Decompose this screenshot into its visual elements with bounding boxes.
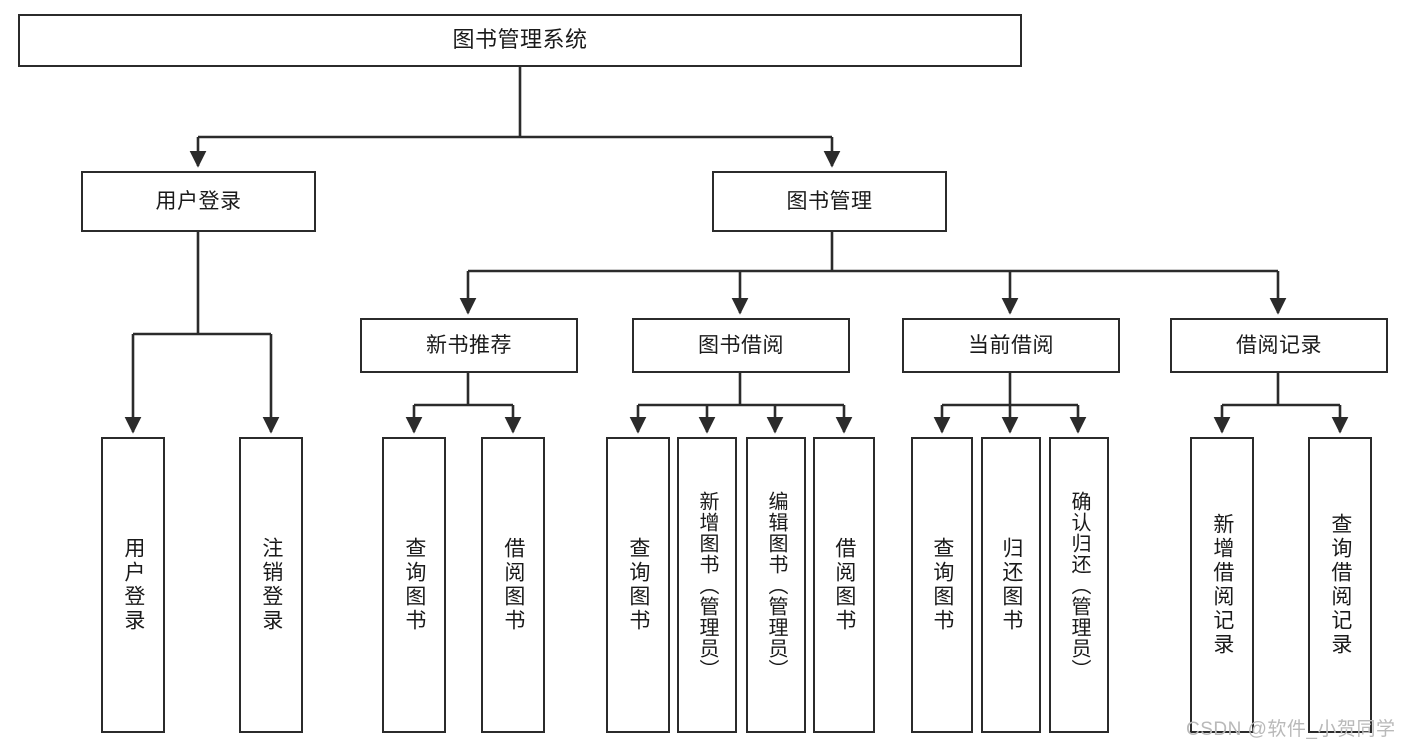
node-label: 新增借阅记录	[1210, 513, 1234, 657]
leaf-add-book-admin[interactable]: 新增图书（管理员）	[677, 437, 737, 733]
node-label: 归还图书	[999, 537, 1023, 633]
node-book-management[interactable]: 图书管理	[712, 171, 947, 232]
leaf-query-book-current[interactable]: 查询图书	[911, 437, 973, 733]
leaf-query-book-borrow[interactable]: 查询图书	[606, 437, 670, 733]
leaf-query-borrow-record[interactable]: 查询借阅记录	[1308, 437, 1372, 733]
node-book-borrow[interactable]: 图书借阅	[632, 318, 850, 373]
node-label: 查询借阅记录	[1328, 513, 1352, 657]
node-label: 借阅记录	[1236, 333, 1322, 357]
node-label: 图书管理	[786, 189, 873, 213]
node-label: 借阅图书	[832, 537, 856, 633]
node-root-system[interactable]: 图书管理系统	[18, 14, 1022, 67]
leaf-borrow-book-recommend[interactable]: 借阅图书	[481, 437, 545, 733]
node-label: 当前借阅	[968, 333, 1054, 357]
watermark-text: CSDN @软件_小贺同学	[1186, 719, 1396, 740]
leaf-return-book[interactable]: 归还图书	[981, 437, 1041, 733]
leaf-add-borrow-record[interactable]: 新增借阅记录	[1190, 437, 1254, 733]
node-user-login[interactable]: 用户登录	[81, 171, 316, 232]
node-label: 图书管理系统	[452, 27, 588, 53]
leaf-borrow-book[interactable]: 借阅图书	[813, 437, 875, 733]
leaf-confirm-return-admin[interactable]: 确认归还（管理员）	[1049, 437, 1109, 733]
node-label: 用户登录	[155, 189, 242, 213]
node-label: 新增图书（管理员）	[696, 490, 718, 680]
node-label: 确认归还（管理员）	[1068, 490, 1090, 680]
node-label: 用户登录	[121, 537, 145, 633]
node-label: 注销登录	[259, 537, 283, 633]
node-label: 查询图书	[930, 537, 954, 633]
leaf-user-logout[interactable]: 注销登录	[239, 437, 303, 733]
node-new-book-recommend[interactable]: 新书推荐	[360, 318, 578, 373]
node-label: 查询图书	[626, 537, 650, 633]
node-label: 查询图书	[402, 537, 426, 633]
node-label: 图书借阅	[698, 333, 784, 357]
leaf-query-book-recommend[interactable]: 查询图书	[382, 437, 446, 733]
node-label: 新书推荐	[426, 333, 512, 357]
leaf-edit-book-admin[interactable]: 编辑图书（管理员）	[746, 437, 806, 733]
node-label: 编辑图书（管理员）	[765, 490, 787, 680]
node-label: 借阅图书	[501, 537, 525, 633]
node-current-borrow[interactable]: 当前借阅	[902, 318, 1120, 373]
node-borrow-record[interactable]: 借阅记录	[1170, 318, 1388, 373]
leaf-user-login[interactable]: 用户登录	[101, 437, 165, 733]
